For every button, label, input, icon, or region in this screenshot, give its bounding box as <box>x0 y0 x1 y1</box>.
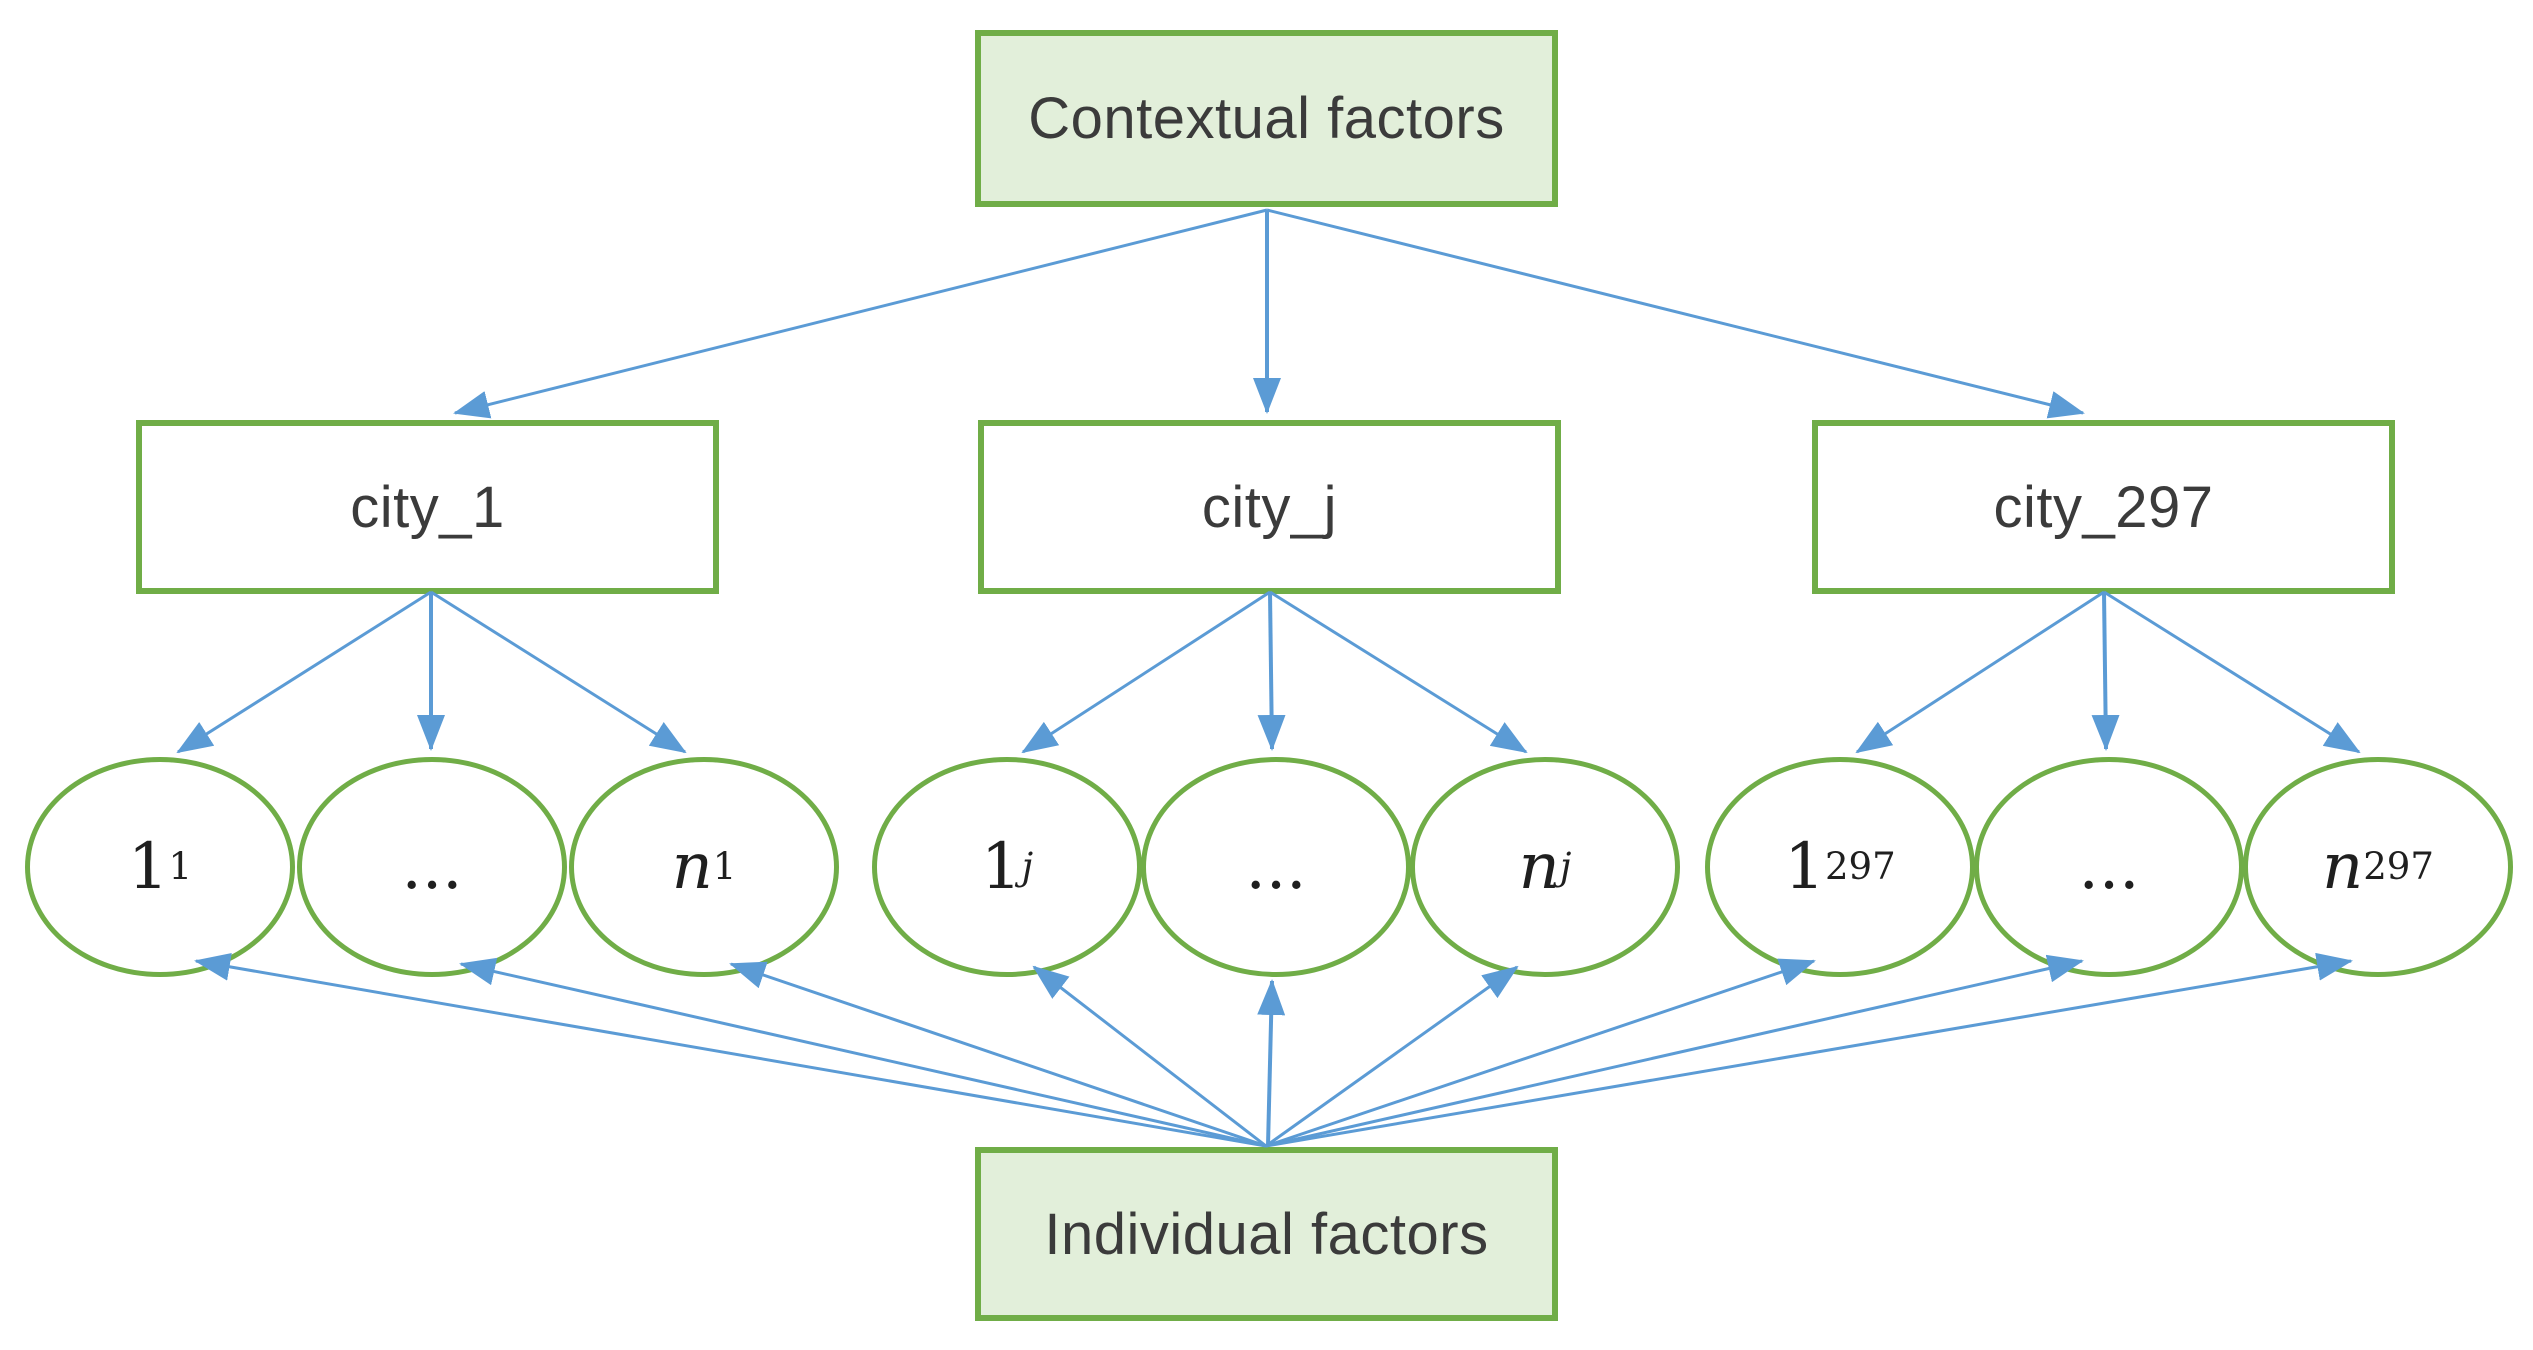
unit-label: n <box>2321 830 2364 904</box>
individual-factors-box: Individual factors <box>975 1147 1558 1321</box>
city-j-label: city_j <box>1201 474 1338 540</box>
arrow-city297-to-unit-n <box>2103 590 2361 754</box>
unit-subscript: 297 <box>1824 845 1896 889</box>
unit-subscript: j <box>1559 845 1572 889</box>
arrow-cityj-to-unit-1 <box>1021 590 1271 754</box>
arrow-contextual-to-city297 <box>1266 208 2085 419</box>
arrow-cityj-to-dots <box>1257 591 1286 751</box>
unit-label: ... <box>401 830 463 904</box>
unit-label: ... <box>1245 830 1307 904</box>
unit-label: ... <box>2078 830 2140 904</box>
arrow-individual-to-unit-n-297 <box>1265 952 2353 1148</box>
arrow-individual-to-unit-n-1 <box>729 961 1267 1148</box>
unit-label: n <box>1518 830 1560 904</box>
contextual-factors-label: Contextual factors <box>1028 86 1505 151</box>
unit-circle-dots-297: ... <box>1974 757 2244 977</box>
arrow-individual-to-dots-j <box>1257 979 1286 1147</box>
arrow-city297-to-unit-1 <box>1855 590 2105 754</box>
city-297-box: city_297 <box>1812 420 2395 594</box>
unit-subscript: 1 <box>168 845 193 889</box>
unit-label: n <box>671 830 713 904</box>
city-297-label: city_297 <box>1993 474 2214 540</box>
unit-subscript: j <box>1021 845 1034 889</box>
arrow-city1-to-unit-1 <box>176 590 432 754</box>
arrow-individual-to-dots-297 <box>1265 954 2084 1148</box>
arrow-city1-to-unit-n <box>430 590 687 754</box>
unit-subscript: 297 <box>2363 845 2435 889</box>
individual-factors-label: Individual factors <box>1044 1201 1489 1267</box>
arrow-individual-to-unit-1-297 <box>1265 958 1816 1148</box>
arrow-individual-to-unit-n-j <box>1265 965 1519 1148</box>
city-1-box: city_1 <box>136 420 719 594</box>
contextual-factors-box: Contextual factors <box>975 30 1558 207</box>
unit-label: 1 <box>980 830 1022 904</box>
unit-subscript: 1 <box>712 845 737 889</box>
arrow-city297-to-dots <box>2091 591 2120 751</box>
arrow-individual-to-unit-1-1 <box>194 952 1267 1148</box>
unit-circle-dots-j: ... <box>1141 757 1411 977</box>
unit-label: 1 <box>1784 830 1825 904</box>
unit-circle-dots-1: ... <box>297 757 567 977</box>
city-j-box: city_j <box>978 420 1561 594</box>
arrow-individual-to-unit-1-j <box>1032 965 1267 1148</box>
unit-label: 1 <box>127 830 169 904</box>
arrow-individual-to-dots-1 <box>459 957 1267 1148</box>
city-1-label: city_1 <box>350 474 505 540</box>
arrow-contextual-to-city1 <box>453 208 1268 419</box>
arrow-cityj-to-unit-n <box>1269 590 1528 754</box>
